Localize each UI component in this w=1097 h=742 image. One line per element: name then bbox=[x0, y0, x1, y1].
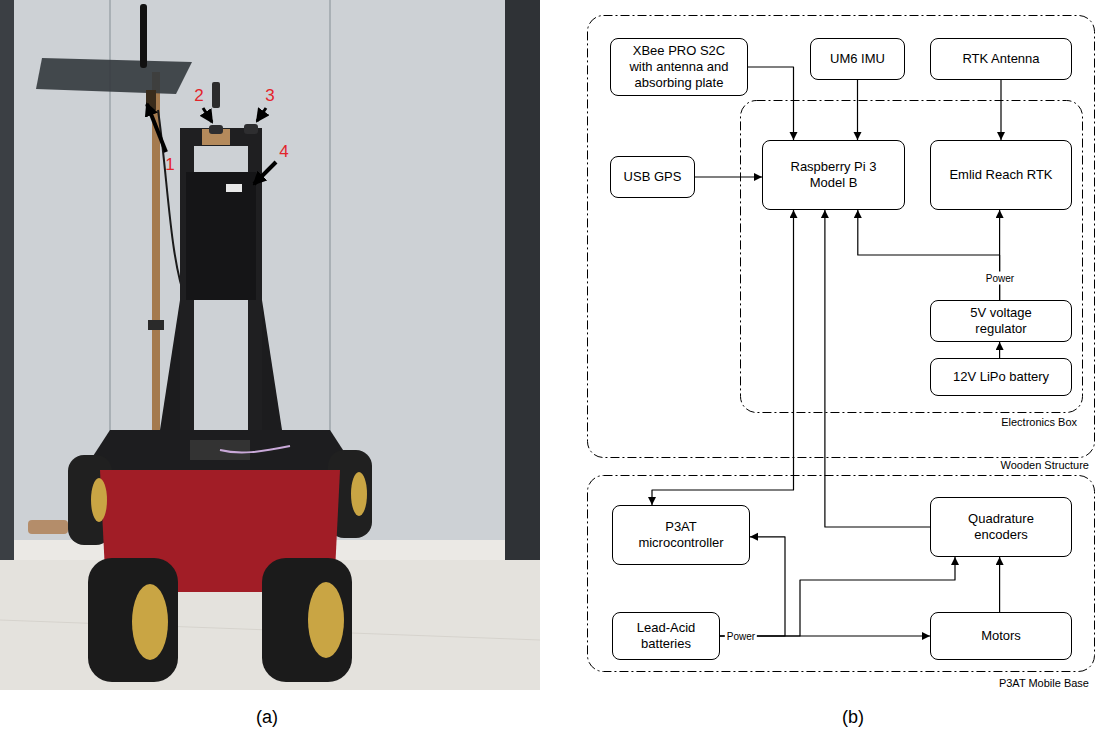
component-box: RTK Antenna bbox=[930, 38, 1072, 80]
box-text: 12V LiPo battery bbox=[953, 369, 1049, 385]
group-heading: Electronics Box bbox=[1001, 416, 1077, 428]
power-label: Power bbox=[984, 272, 1016, 285]
box-text: Motors bbox=[981, 628, 1021, 644]
panel-label: (b) bbox=[842, 708, 864, 728]
group-region: Wooden StructureXBee PRO S2C with antenn… bbox=[587, 15, 1095, 458]
cabinet-edge bbox=[505, 0, 540, 560]
connector bbox=[226, 184, 242, 192]
component-box: XBee PRO S2C with antenna and absorbing … bbox=[610, 38, 748, 96]
connector-arrow bbox=[695, 176, 762, 177]
group-region: Electronics BoxRaspberry Pi 3 Model BEml… bbox=[740, 100, 1083, 413]
hub bbox=[132, 584, 168, 660]
group-heading: Wooden Structure bbox=[1001, 459, 1089, 471]
hub bbox=[351, 472, 367, 516]
callout-number: 3 bbox=[265, 87, 274, 106]
box-text: Lead-Acid batteries bbox=[625, 620, 707, 653]
usb-gps bbox=[209, 125, 223, 134]
connector-arrow bbox=[999, 557, 1000, 612]
callout-number: 4 bbox=[279, 143, 288, 162]
hub bbox=[308, 582, 344, 658]
box-text: UM6 IMU bbox=[830, 51, 885, 67]
component-box: P3AT microcontroller bbox=[612, 505, 750, 565]
callout-arrow bbox=[203, 108, 212, 122]
antenna bbox=[140, 4, 147, 68]
cabinet bbox=[0, 0, 540, 690]
group-region: P3AT Mobile BaseP3AT microcontrollerQuad… bbox=[587, 475, 1095, 672]
top-plate bbox=[84, 430, 356, 470]
wires bbox=[220, 446, 290, 453]
component-box: UM6 IMU bbox=[810, 38, 905, 80]
box-text: P3AT microcontroller bbox=[627, 519, 735, 552]
box-text: 5V voltage regulator bbox=[951, 305, 1051, 338]
wall-device bbox=[212, 82, 220, 108]
box-text: Raspberry Pi 3 Model B bbox=[777, 159, 890, 192]
callout-number: 2 bbox=[194, 87, 203, 106]
connector-arrow bbox=[999, 342, 1000, 358]
connector-arrow bbox=[857, 80, 858, 140]
outline-rect bbox=[588, 16, 1095, 458]
component-box: Raspberry Pi 3 Model B bbox=[762, 140, 905, 210]
box-text: Quadrature encoders bbox=[951, 511, 1051, 544]
cabinet-edge bbox=[0, 0, 14, 560]
connector-arrow bbox=[652, 210, 794, 505]
connector-arrow bbox=[748, 67, 794, 140]
connector-arrow bbox=[858, 210, 1000, 300]
component-box: Lead-Acid batteries bbox=[612, 612, 720, 660]
box-text: USB GPS bbox=[624, 169, 682, 185]
pole-clamp bbox=[148, 320, 164, 330]
wheel bbox=[262, 558, 352, 682]
outline-rect bbox=[588, 476, 1095, 672]
group-heading: P3AT Mobile Base bbox=[999, 677, 1089, 689]
connector-arrow bbox=[1000, 80, 1001, 140]
callout-arrow bbox=[147, 104, 166, 152]
component-box: Motors bbox=[930, 612, 1072, 660]
panel-label: (a) bbox=[256, 708, 278, 728]
electronics-box bbox=[186, 172, 256, 300]
box-text: Emlid Reach RTK bbox=[949, 167, 1052, 183]
callout-arrow bbox=[257, 108, 266, 121]
connector-arrow bbox=[999, 210, 1000, 300]
box-text: XBee PRO S2C with antenna and absorbing … bbox=[625, 43, 733, 92]
outline-rect bbox=[741, 101, 1083, 413]
box-text: RTK Antenna bbox=[962, 51, 1039, 67]
callout-number: 1 bbox=[165, 156, 174, 175]
connector-arrow bbox=[720, 557, 955, 636]
hub bbox=[91, 478, 107, 522]
component-box: 12V LiPo battery bbox=[930, 358, 1072, 396]
connector-arrow bbox=[825, 210, 930, 527]
component-box: Quadrature encoders bbox=[930, 497, 1072, 557]
component-box: 5V voltage regulator bbox=[930, 300, 1072, 342]
power-label: Power bbox=[725, 630, 757, 643]
rtk-antenna bbox=[244, 124, 258, 134]
floor-object bbox=[28, 520, 68, 534]
wheel bbox=[88, 558, 178, 682]
absorbing-plate bbox=[36, 58, 192, 94]
component-box: Emlid Reach RTK bbox=[930, 140, 1072, 210]
callout-arrow bbox=[254, 162, 276, 184]
component-box: USB GPS bbox=[610, 156, 695, 198]
